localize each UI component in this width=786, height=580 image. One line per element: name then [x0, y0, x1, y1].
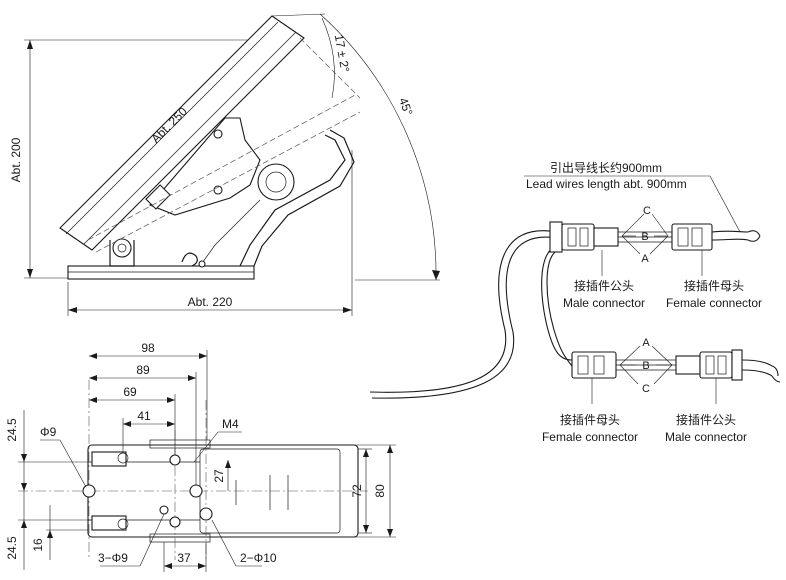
- top-pin-a: A: [641, 253, 649, 265]
- top-female-label-cn: 接插件母头: [684, 278, 744, 293]
- dim-24-5-top: 24.5: [5, 410, 88, 491]
- dim-72: 72: [350, 448, 372, 534]
- lead-wires-title-cn: 引出导线长约900mm: [550, 160, 662, 175]
- holes-3-callout: 3−Φ9: [98, 513, 165, 567]
- top-male-label-en: Male connector: [563, 296, 645, 310]
- top-female-label-en: Female connector: [666, 296, 762, 310]
- dim-69: 69: [89, 385, 176, 455]
- top-pin-b: B: [641, 231, 648, 243]
- wiring-diagram: 引出导线长约900mm Lead wires length abt. 900mm: [369, 160, 781, 444]
- dim-98-label: 98: [141, 341, 155, 355]
- bottom-female-label-en: Female connector: [542, 430, 638, 444]
- cable-loops: [369, 230, 573, 399]
- bottom-pin-b: B: [642, 360, 649, 372]
- top-male-connector: [561, 223, 595, 251]
- tilt-dimension: 17 ± 2°: [271, 13, 352, 99]
- height-label: Abt. 200: [9, 137, 23, 182]
- dim-24-5-bottom: 24.5: [5, 491, 88, 570]
- dim-27-label: 27: [212, 469, 226, 483]
- holes-2-callout: 2−Φ10: [211, 519, 277, 567]
- phi9-callout: Φ9: [40, 425, 87, 488]
- lead-wires-title: 引出导线长约900mm Lead wires length abt. 900mm: [524, 160, 741, 233]
- bottom-male-connector: [699, 351, 733, 379]
- m4-label: M4: [222, 417, 239, 431]
- top-male-label-cn: 接插件公头: [574, 278, 634, 293]
- dim-69-label: 69: [123, 385, 137, 399]
- base-length-label: Abt. 220: [188, 295, 233, 309]
- side-view: Abt. 200 Abt. 250: [9, 13, 440, 316]
- bottom-pin-a: A: [642, 337, 650, 349]
- dim-80-label: 80: [373, 484, 387, 498]
- pedal-plate: Abt. 250: [59, 15, 305, 251]
- tilt-guides: [87, 37, 361, 253]
- dim-16-label: 16: [31, 538, 45, 552]
- base-length-dimension: Abt. 220: [67, 150, 353, 316]
- phi9-label: Φ9: [40, 425, 57, 439]
- angle-label: 45°: [396, 96, 415, 118]
- dim-24-5-bottom-label: 24.5: [5, 536, 19, 560]
- m4-callout: M4: [193, 417, 242, 463]
- holes-3-label: 3−Φ9: [98, 551, 128, 565]
- dim-72-label: 72: [350, 484, 364, 498]
- dim-89-label: 89: [136, 363, 150, 377]
- pivot-mechanism: [109, 117, 295, 268]
- dim-37: 37: [163, 542, 207, 572]
- dim-80: 80: [340, 444, 396, 538]
- top-view: 98 89 69 41 M4: [5, 341, 396, 572]
- dim-16: 16: [31, 505, 88, 560]
- top-pin-c: C: [643, 205, 651, 217]
- bottom-pin-c: C: [642, 383, 650, 395]
- holes: [82, 452, 213, 530]
- bottom-male-label-en: Male connector: [665, 430, 747, 444]
- dim-41-label: 41: [137, 409, 151, 423]
- dim-89: 89: [89, 363, 197, 485]
- bottom-connector-pair: A B C: [571, 337, 781, 404]
- base-plate: [67, 265, 255, 280]
- dim-37-label: 37: [177, 551, 191, 565]
- dim-27: 27: [212, 460, 231, 491]
- lead-wires-title-en: Lead wires length abt. 900mm: [526, 177, 687, 191]
- support-bracket: [199, 129, 355, 267]
- top-connector-pair: C B A: [549, 205, 761, 276]
- dim-24-5-top-label: 24.5: [5, 418, 19, 442]
- holes-2-label: 2−Φ10: [240, 551, 277, 565]
- bottom-female-label-cn: 接插件母头: [560, 412, 620, 427]
- dim-41: 41: [122, 409, 175, 452]
- dim-98: 98: [89, 341, 208, 440]
- angle-dimension: 45°: [319, 13, 440, 281]
- bottom-male-label-cn: 接插件公头: [676, 412, 736, 427]
- tilt-label: 17 ± 2°: [332, 33, 352, 73]
